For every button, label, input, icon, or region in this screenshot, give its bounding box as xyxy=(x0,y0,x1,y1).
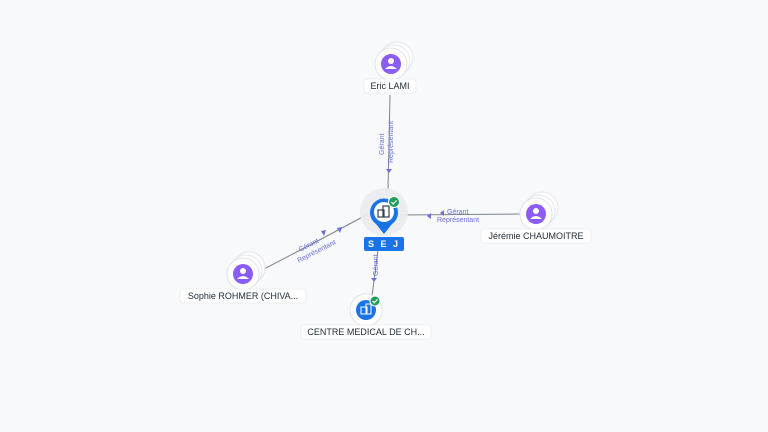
edge-line-eric xyxy=(387,94,391,191)
edge-label-role: Représentant xyxy=(437,217,479,224)
edge-label-role: Gérant xyxy=(379,134,386,155)
edge-arrow-icon xyxy=(386,169,392,173)
node-center-sej[interactable]: S E J xyxy=(360,188,408,251)
edge-label-role: Gérant xyxy=(447,209,468,216)
node-centre-medical[interactable]: CENTRE MEDICAL DE CH... xyxy=(300,293,432,340)
edge-arrow-icon xyxy=(321,230,326,236)
edge-arrow-icon xyxy=(427,213,431,219)
edge-eric-lami: Gérant Représentant xyxy=(379,94,395,191)
building-icon xyxy=(356,300,376,320)
person-icon xyxy=(526,204,546,224)
node-label-sophie: Sophie ROHMER (CHIVA... xyxy=(188,291,298,301)
node-sophie-rohmer[interactable]: Sophie ROHMER (CHIVA... xyxy=(179,251,307,304)
node-eric-lami[interactable]: Eric LAMI xyxy=(363,41,417,94)
person-icon xyxy=(381,54,401,74)
edge-label-role: Gérant xyxy=(373,255,380,276)
edge-arrow-icon xyxy=(371,278,377,282)
edge-arrow-icon xyxy=(337,227,342,233)
verified-badge-icon xyxy=(369,295,381,307)
edge-sophie-rohmer: Gérant Représentant xyxy=(261,213,369,271)
edge-line-jeremie xyxy=(399,213,521,216)
node-label-eric: Eric LAMI xyxy=(370,81,409,91)
edge-line-sophie xyxy=(261,213,369,271)
building-icon xyxy=(377,205,390,218)
edge-jeremie-chaumoitre: Gérant Représentant xyxy=(399,209,521,224)
edge-arrow-icon xyxy=(440,210,444,216)
edge-line-centre xyxy=(371,249,379,297)
edge-centre-medical: Gérant xyxy=(371,249,380,297)
node-label-center: S E J xyxy=(368,239,400,249)
verified-badge-icon xyxy=(388,196,400,208)
node-label-jeremie: Jérémie CHAUMOITRE xyxy=(488,231,583,241)
person-icon xyxy=(233,264,253,284)
node-jeremie-chaumoitre[interactable]: Jérémie CHAUMOITRE xyxy=(480,191,592,244)
node-label-centre: CENTRE MEDICAL DE CH... xyxy=(307,327,424,337)
edge-label-role: Représentant xyxy=(388,121,395,163)
